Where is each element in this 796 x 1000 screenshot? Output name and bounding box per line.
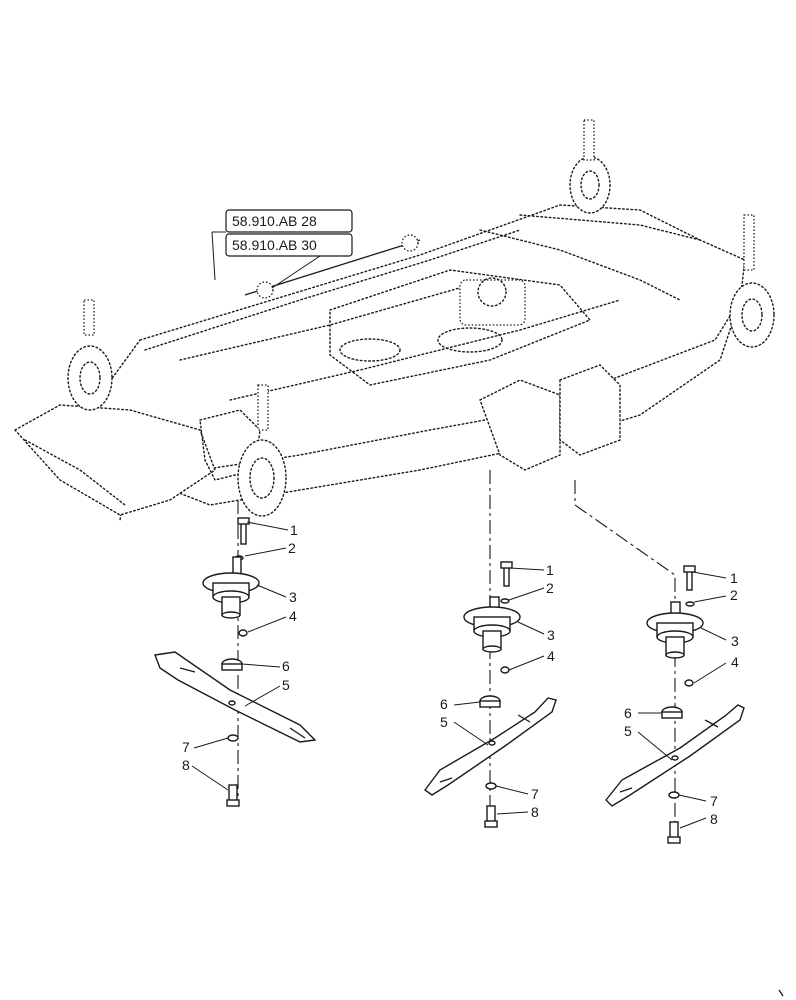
- callout-8: 8: [710, 811, 718, 827]
- callout-4: 4: [547, 648, 555, 664]
- center-spindle-assembly: 1 2 3 4 6 5 7 8: [424, 561, 557, 828]
- callout-5: 5: [624, 723, 632, 739]
- right-spindle-assembly: 1 2 3 4 6 5 7 8: [605, 565, 745, 844]
- callout-1: 1: [730, 570, 738, 586]
- caster-wheel-front-right: [729, 214, 775, 348]
- reference-boxes: 58.910.AB 28 58.910.AB 30: [211, 209, 353, 289]
- reference-label-2: 58.910.AB 30: [232, 237, 317, 253]
- callout-6: 6: [440, 696, 448, 712]
- callout-7: 7: [182, 739, 190, 755]
- callout-2: 2: [546, 580, 554, 596]
- callout-3: 3: [731, 633, 739, 649]
- callout-6: 6: [282, 658, 290, 674]
- callout-6: 6: [624, 705, 632, 721]
- callout-8: 8: [531, 804, 539, 820]
- callout-2: 2: [288, 540, 296, 556]
- left-spindle-assembly: 1 2 3 4 6 5 7 8: [154, 517, 317, 807]
- callout-7: 7: [531, 786, 539, 802]
- callout-1: 1: [290, 522, 298, 538]
- callout-7: 7: [710, 793, 718, 809]
- callout-5: 5: [282, 677, 290, 693]
- caster-wheel-rear-left: [67, 299, 113, 411]
- callout-1: 1: [546, 562, 554, 578]
- callout-4: 4: [289, 608, 297, 624]
- callout-3: 3: [547, 627, 555, 643]
- corner-mark: [778, 989, 784, 997]
- callout-4: 4: [731, 654, 739, 670]
- mower-deck: [13, 119, 775, 521]
- caster-wheel-rear-right: [569, 119, 611, 214]
- callout-3: 3: [289, 589, 297, 605]
- caster-wheel-front-left: [237, 384, 287, 517]
- reference-label-1: 58.910.AB 28: [232, 213, 317, 229]
- callout-5: 5: [440, 714, 448, 730]
- callout-2: 2: [730, 587, 738, 603]
- callout-8: 8: [182, 757, 190, 773]
